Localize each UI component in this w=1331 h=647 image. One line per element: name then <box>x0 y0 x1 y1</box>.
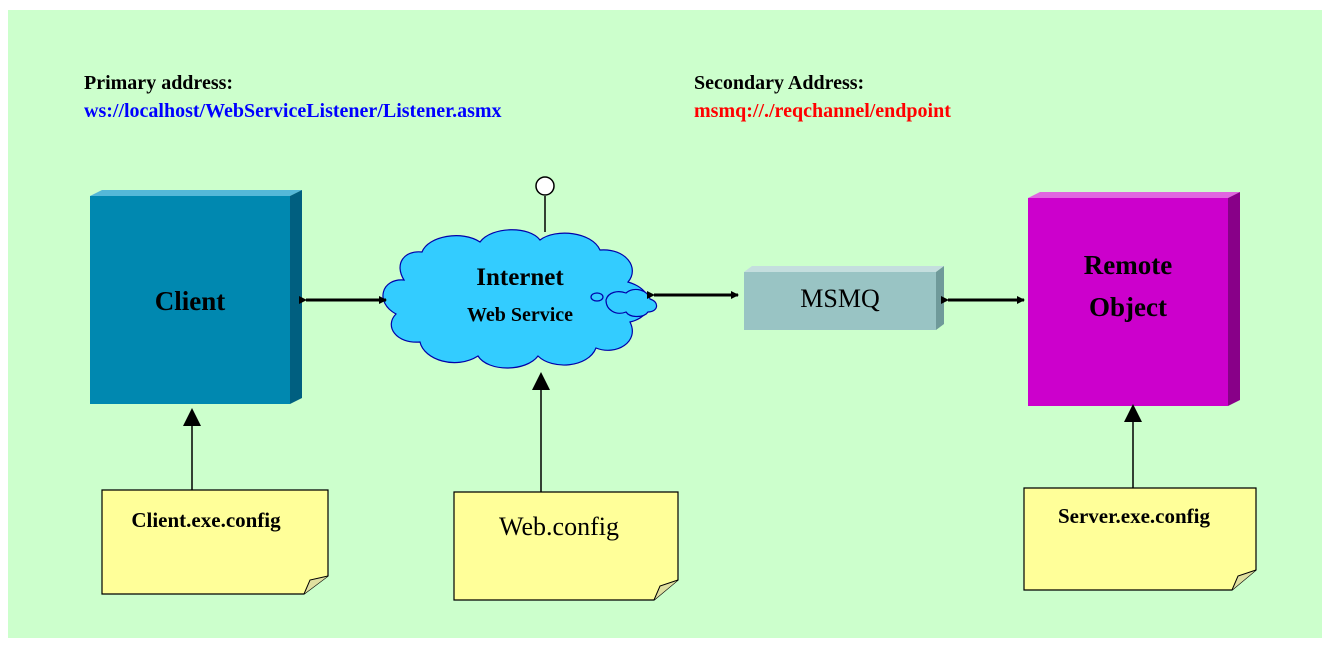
client-box <box>90 190 302 404</box>
server-config-note <box>1023 487 1257 591</box>
server-config-arrow <box>1124 404 1142 488</box>
secondary-address-label: Secondary Address: <box>694 72 865 94</box>
remote-label-line1: Remote <box>1083 250 1173 280</box>
client-config-arrow <box>183 408 201 490</box>
antenna-endpoint-icon <box>535 176 555 196</box>
client-label: Client <box>154 286 226 316</box>
web-config-label: Web.config <box>499 512 619 541</box>
primary-address-label: Primary address: <box>84 72 234 94</box>
internet-cloud <box>382 229 658 369</box>
web-config-note <box>453 491 679 601</box>
web-config-arrow <box>532 372 550 492</box>
server-config-label: Server.exe.config <box>1057 504 1210 528</box>
internet-title: Internet <box>476 264 564 291</box>
primary-address-url: ws://localhost/WebServiceListener/Listen… <box>84 100 502 122</box>
remote-label-line2: Object <box>1089 292 1167 322</box>
client-config-note <box>101 489 329 595</box>
secondary-address-url: msmq://./reqchannel/endpoint <box>694 100 951 122</box>
web-service-subtitle: Web Service <box>466 304 574 326</box>
msmq-box <box>744 266 944 330</box>
client-config-label: Client.exe.config <box>131 508 281 532</box>
remote-object-box <box>1028 192 1240 406</box>
msmq-label: MSMQ <box>800 284 880 313</box>
